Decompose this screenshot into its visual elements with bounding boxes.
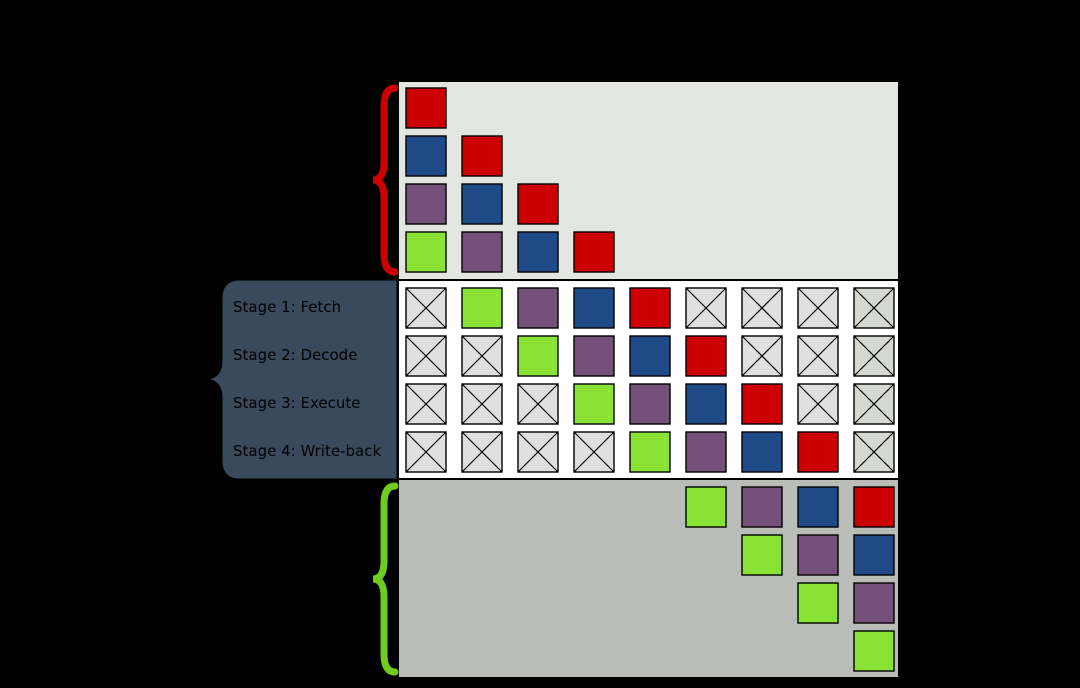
- pipeline-bubble-cross: [741, 335, 783, 377]
- completed-instruction-green: [685, 486, 727, 528]
- completed-instruction-green: [797, 582, 839, 624]
- pipeline-bubble-cross: [405, 383, 447, 425]
- stage-label-panel: [206, 279, 398, 480]
- pipeline-instruction-blue: [629, 335, 671, 377]
- pipeline-instruction-green: [461, 287, 503, 329]
- pipeline-bubble-cross: [797, 335, 839, 377]
- pipeline-instruction-blue: [685, 383, 727, 425]
- pipeline-instruction-green: [629, 431, 671, 473]
- pipeline-instruction-red: [797, 431, 839, 473]
- completed-instruction-purple: [853, 582, 895, 624]
- completed-instruction-blue: [797, 486, 839, 528]
- waiting-instruction-blue: [517, 231, 559, 273]
- pipeline-bubble-cross: [461, 335, 503, 377]
- completed-instruction-purple: [797, 534, 839, 576]
- pipeline-bubble-cross: [797, 287, 839, 329]
- waiting-brace: [372, 84, 399, 276]
- completed-instruction-green: [853, 630, 895, 672]
- pipeline-bubble-cross: [741, 287, 783, 329]
- pipeline-instruction-purple: [685, 431, 727, 473]
- waiting-instruction-red: [573, 231, 615, 273]
- stage-4-label: Stage 4: Write-back: [233, 442, 382, 460]
- pipeline-instruction-purple: [573, 335, 615, 377]
- pipeline-instruction-green: [517, 335, 559, 377]
- completed-instruction-green: [741, 534, 783, 576]
- waiting-instruction-red: [405, 87, 447, 129]
- completed-instruction-purple: [741, 486, 783, 528]
- pipeline-bubble-cross: [517, 383, 559, 425]
- waiting-instruction-blue: [405, 135, 447, 177]
- pipeline-instruction-red: [685, 335, 727, 377]
- stage-3-label: Stage 3: Execute: [233, 394, 361, 412]
- pipeline-bubble-cross: [853, 287, 895, 329]
- pipeline-instruction-blue: [741, 431, 783, 473]
- pipeline-instruction-blue: [573, 287, 615, 329]
- pipeline-bubble-cross: [797, 383, 839, 425]
- stage-1-label: Stage 1: Fetch: [233, 298, 342, 316]
- pipeline-bubble-cross: [461, 383, 503, 425]
- pipeline-bubble-cross: [685, 287, 727, 329]
- completed-brace: [372, 482, 399, 676]
- pipeline-bubble-cross: [853, 335, 895, 377]
- completed-instruction-red: [853, 486, 895, 528]
- pipeline-bubble-cross: [573, 431, 615, 473]
- pipeline-bubble-cross: [461, 431, 503, 473]
- pipeline-bubble-cross: [517, 431, 559, 473]
- pipeline-bubble-cross: [405, 287, 447, 329]
- pipeline-instruction-red: [741, 383, 783, 425]
- waiting-instruction-green: [405, 231, 447, 273]
- waiting-instruction-red: [461, 135, 503, 177]
- pipeline-instruction-red: [629, 287, 671, 329]
- pipeline-bubble-cross: [405, 431, 447, 473]
- pipeline-instruction-green: [573, 383, 615, 425]
- pipeline-bubble-cross: [853, 431, 895, 473]
- pipeline-bubble-cross: [853, 383, 895, 425]
- waiting-instruction-purple: [405, 183, 447, 225]
- completed-instruction-blue: [853, 534, 895, 576]
- pipeline-bubble-cross: [405, 335, 447, 377]
- pipeline-instruction-purple: [629, 383, 671, 425]
- stage-2-label: Stage 2: Decode: [233, 346, 358, 364]
- pipeline-instruction-purple: [517, 287, 559, 329]
- waiting-instruction-purple: [461, 231, 503, 273]
- waiting-instruction-red: [517, 183, 559, 225]
- waiting-instruction-blue: [461, 183, 503, 225]
